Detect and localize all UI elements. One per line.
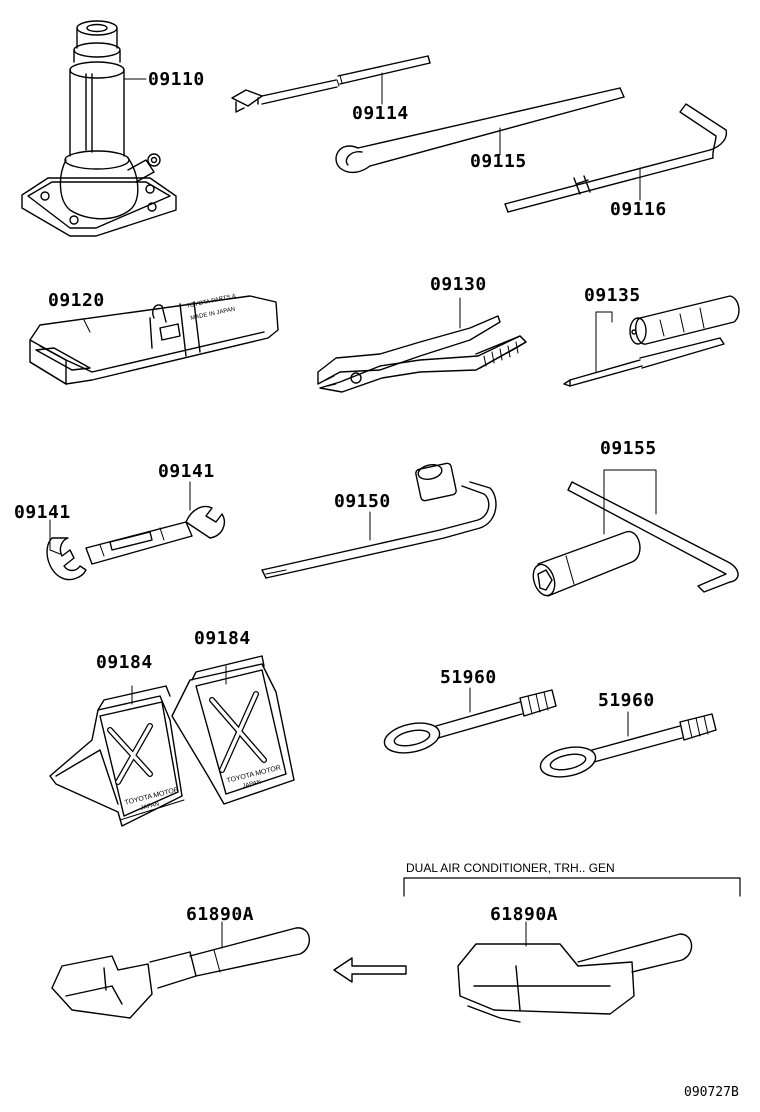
wheel-chocks-illustration <box>49 655 295 827</box>
part-number-jack: 09110 <box>148 69 205 90</box>
part-number-wrench-left: 09141 <box>14 502 71 523</box>
part-number-hose-clamp-right: 61890A <box>490 904 559 925</box>
part-number-socket-wrench-set: 09155 <box>600 438 657 459</box>
part-number-jack-handle: 09115 <box>470 151 527 172</box>
lug-wrench-illustration <box>261 462 497 579</box>
jack-handle-illustration <box>335 87 625 174</box>
part-number-hose-clamp-left: 61890A <box>186 904 255 925</box>
part-number-wheel-nut-wrench-bar: 09116 <box>610 199 667 220</box>
towing-hooks-illustration <box>383 687 717 778</box>
screwdriver-illustration <box>563 295 740 387</box>
part-number-wrench-right: 09141 <box>158 461 215 482</box>
hose-clamps-illustration <box>51 877 741 1023</box>
part-number-wheel-chock-right: 09184 <box>194 628 251 649</box>
socket-wrench-set-illustration <box>532 469 739 597</box>
variant-note: DUAL AIR CONDITIONER, TRH.. GEN <box>406 861 615 875</box>
tool-bag-illustration <box>29 295 279 385</box>
wheel-nut-wrench-bar-illustration <box>504 103 728 213</box>
jack-illustration <box>21 20 177 237</box>
part-number-pliers: 09130 <box>430 274 487 295</box>
part-number-lug-wrench: 09150 <box>334 491 391 512</box>
pliers-illustration <box>317 297 527 393</box>
part-number-towing-hook-left: 51960 <box>440 667 497 688</box>
jack-handle-extension-illustration <box>231 55 431 113</box>
wrenches-illustration <box>46 481 226 581</box>
diagram-reference-code: 090727B <box>684 1085 739 1100</box>
part-number-jack-handle-extension: 09114 <box>352 103 409 124</box>
part-number-screwdriver: 09135 <box>584 285 641 306</box>
part-number-wheel-chock-left: 09184 <box>96 652 153 673</box>
part-number-tool-bag: 09120 <box>48 290 105 311</box>
part-number-towing-hook-right: 51960 <box>598 690 655 711</box>
